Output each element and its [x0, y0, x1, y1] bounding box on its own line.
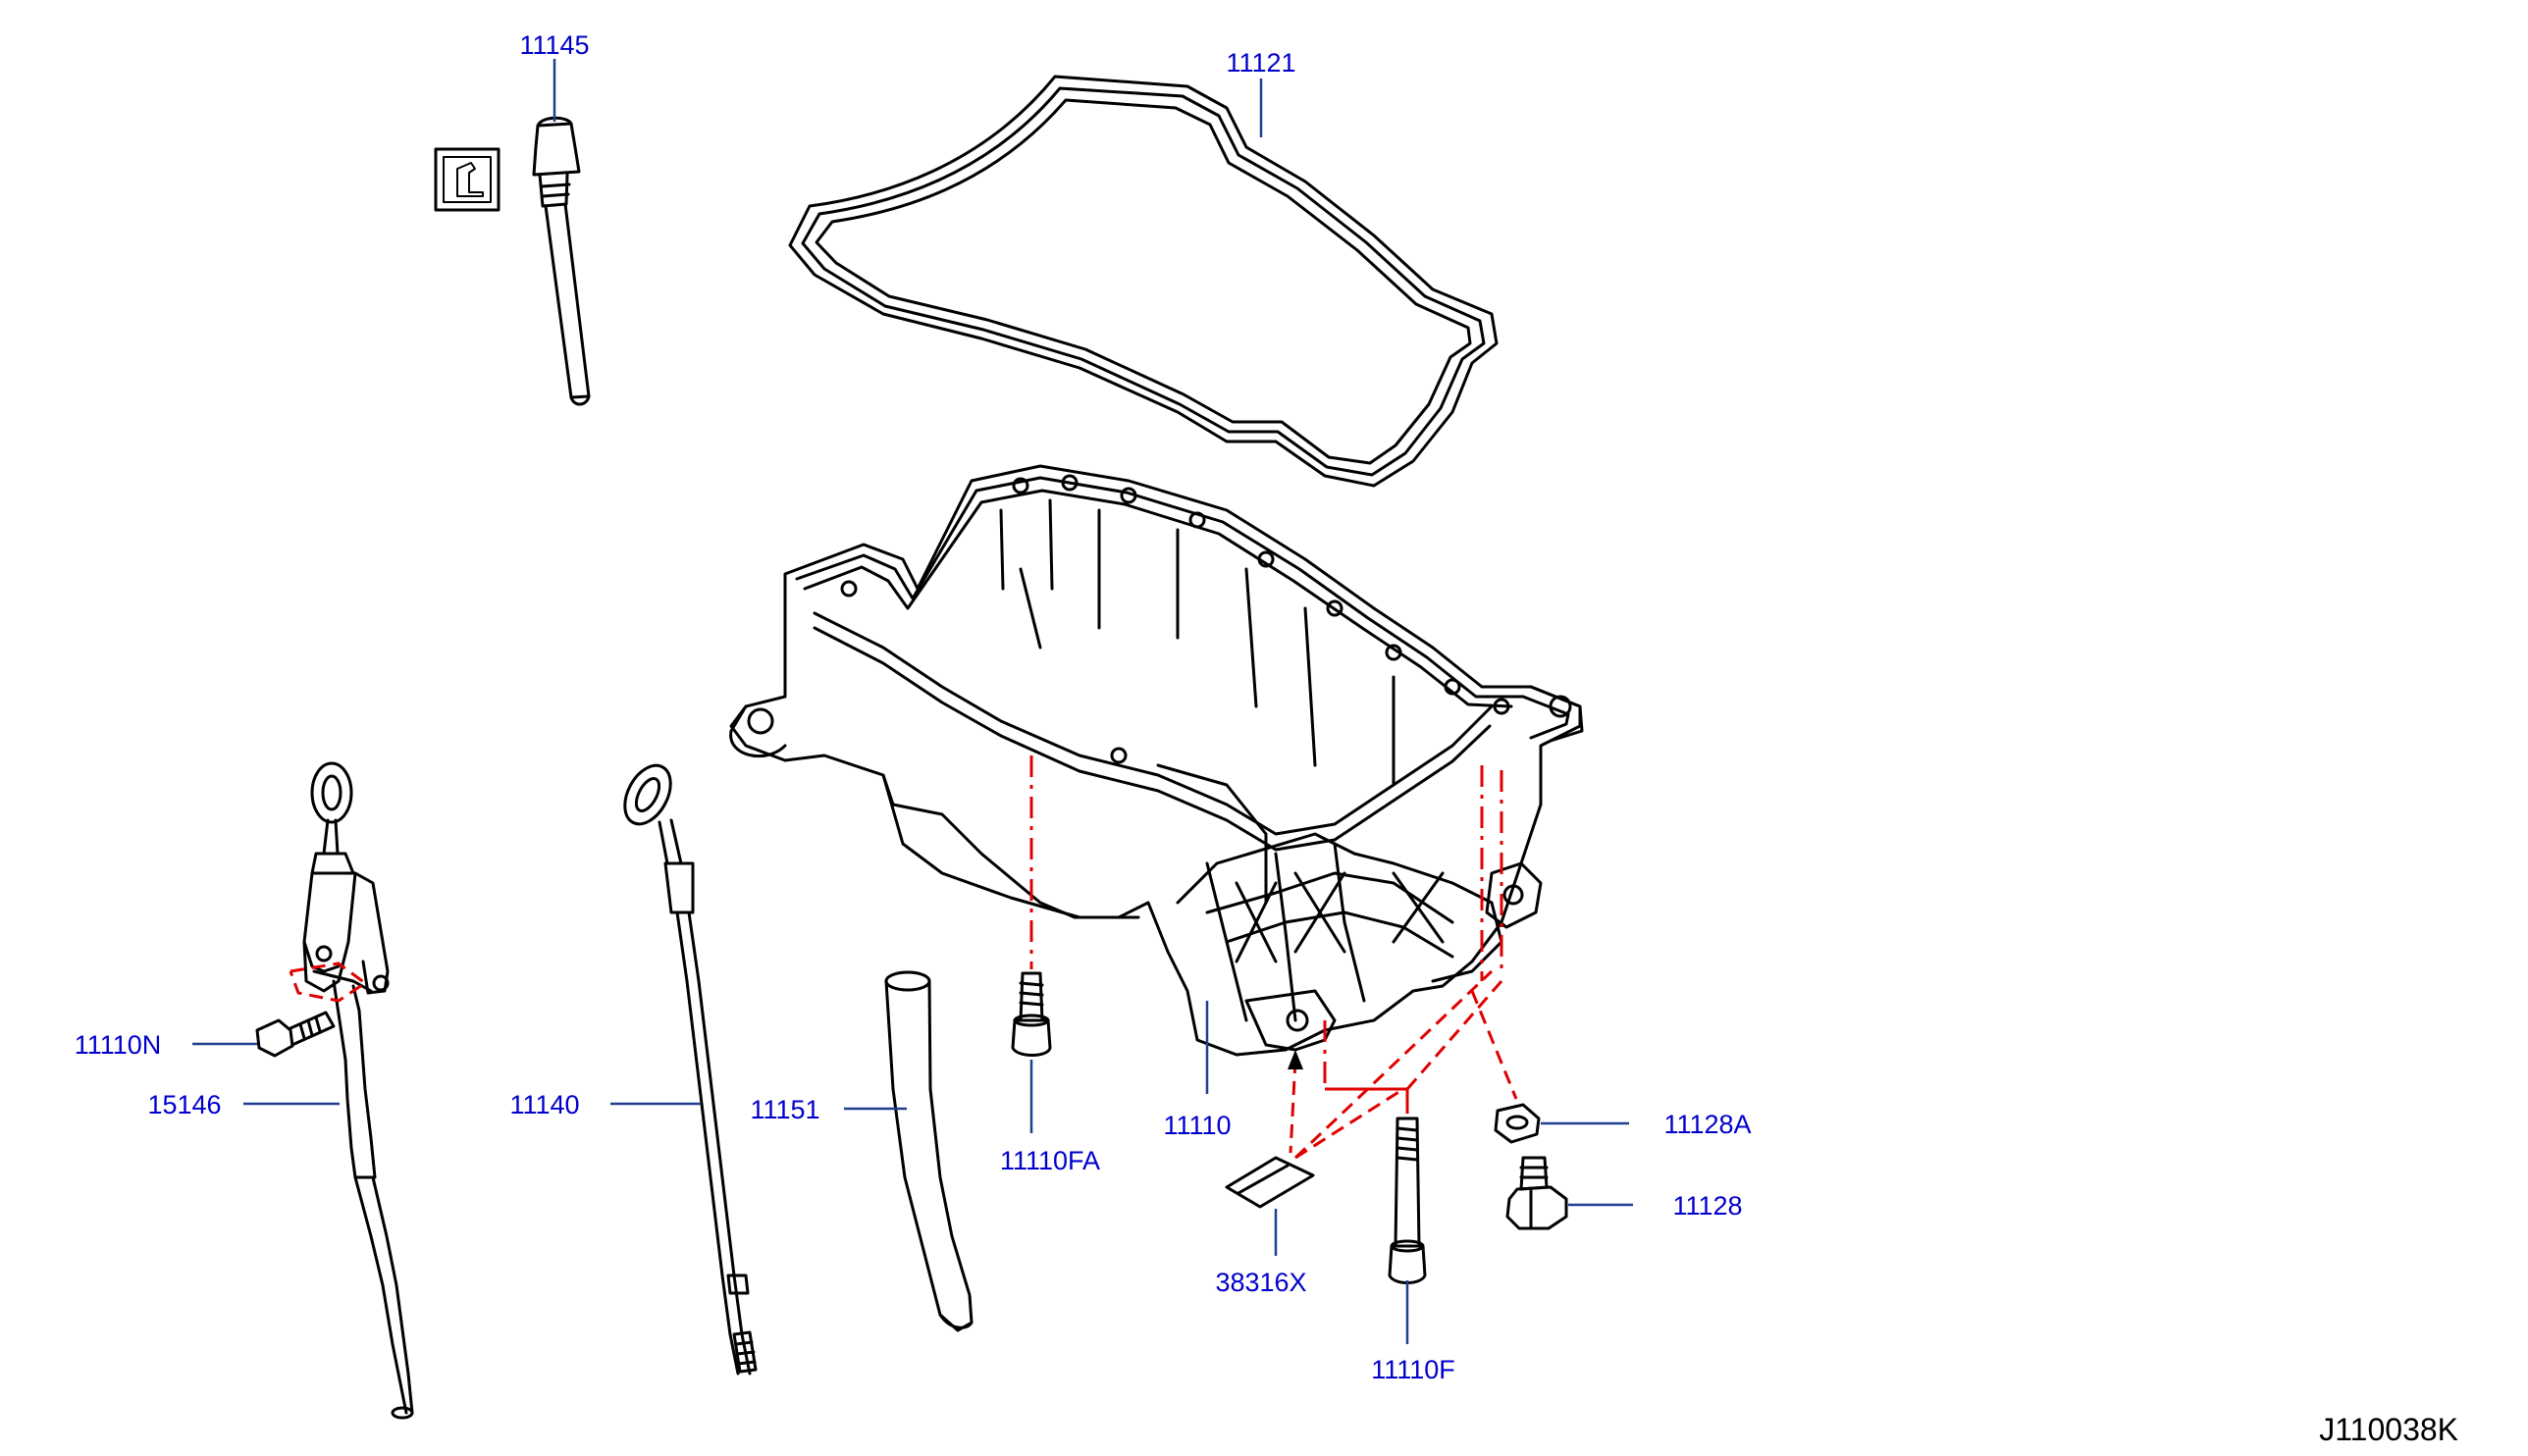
oil-level-gauge-drawing[interactable] — [615, 757, 758, 1376]
gauge-guide-drawing[interactable] — [302, 761, 414, 1420]
oil-pan-gasket-drawing[interactable] — [788, 75, 1499, 488]
label-11128[interactable]: 11128 — [1672, 1191, 1742, 1221]
part-labels: 11145 11121 11110N 15146 11140 11151 111… — [75, 30, 1752, 1384]
label-11110F[interactable]: 11110F — [1371, 1355, 1455, 1384]
oil-pan-drawing[interactable] — [729, 464, 1584, 1057]
label-11110FA[interactable]: 11110FA — [1000, 1146, 1100, 1175]
seal-38316X-drawing[interactable] — [1225, 1156, 1315, 1209]
apply-sealant-icon — [434, 147, 500, 212]
label-11151[interactable]: 11151 — [750, 1095, 819, 1124]
label-11110N[interactable]: 11110N — [75, 1030, 162, 1060]
gauge-plug-drawing[interactable] — [532, 116, 591, 406]
bolt-11110F-drawing[interactable] — [1388, 1117, 1427, 1284]
label-11121[interactable]: 11121 — [1226, 48, 1295, 78]
bolt-11110FA-drawing[interactable] — [1011, 971, 1052, 1057]
washer-11128A-drawing[interactable] — [1494, 1103, 1541, 1144]
label-11110[interactable]: 11110 — [1163, 1111, 1231, 1140]
installation-guide-lines — [289, 755, 1518, 1160]
label-15146[interactable]: 15146 — [147, 1090, 221, 1119]
bolt-11110N-drawing[interactable] — [255, 1011, 336, 1058]
diagram-id: J110038K — [2319, 1412, 2458, 1447]
label-11140[interactable]: 11140 — [509, 1090, 579, 1119]
leader-lines — [192, 59, 1633, 1344]
drain-plug-11128-drawing[interactable] — [1505, 1156, 1568, 1230]
label-11145[interactable]: 11145 — [519, 30, 589, 60]
label-38316X[interactable]: 38316X — [1215, 1268, 1306, 1297]
label-11128A[interactable]: 11128A — [1663, 1110, 1751, 1139]
hose-drawing[interactable] — [884, 970, 974, 1332]
